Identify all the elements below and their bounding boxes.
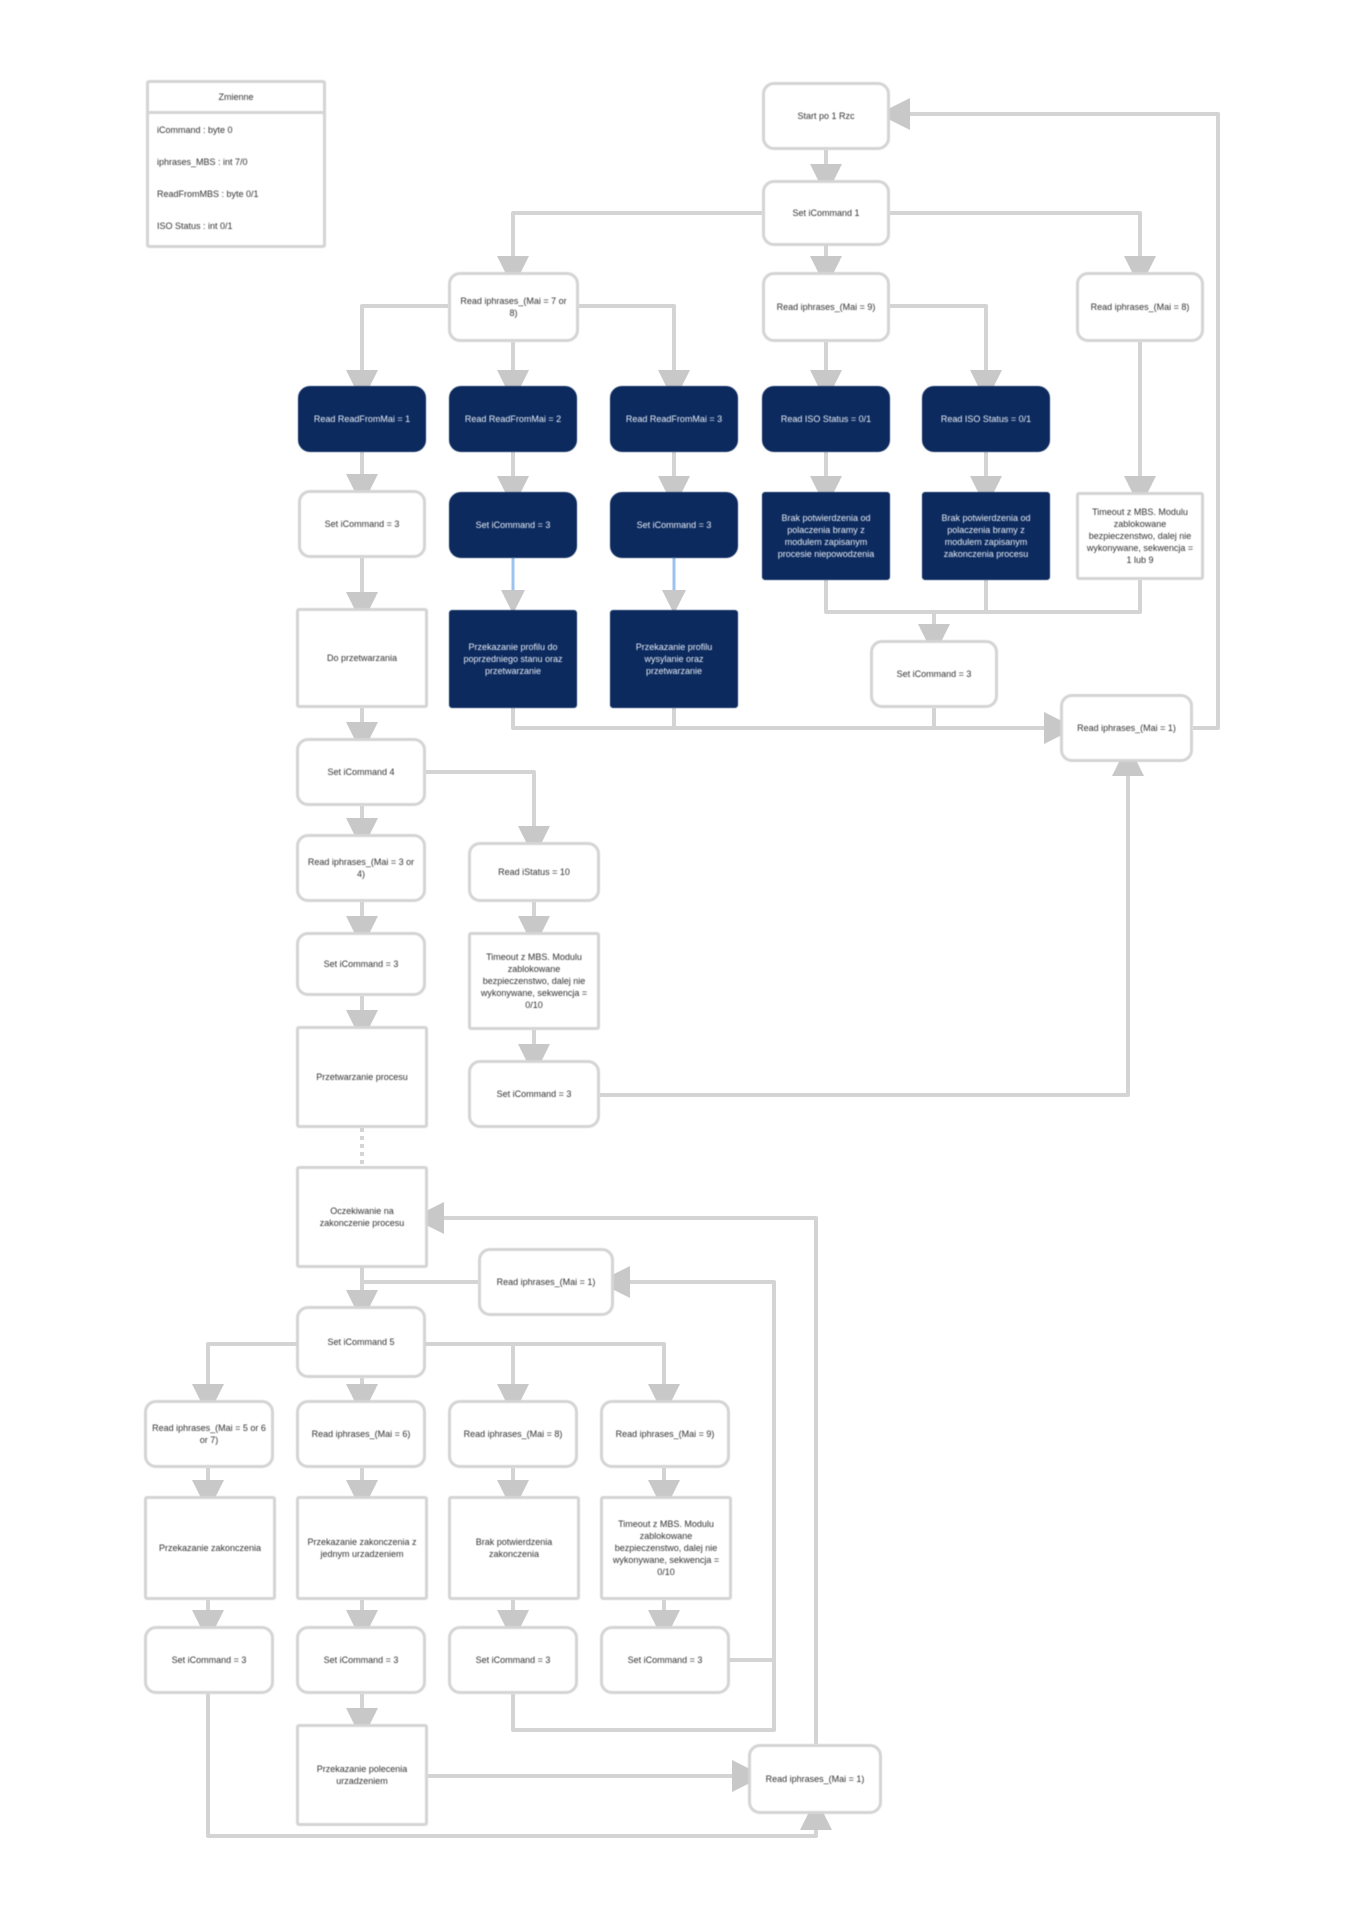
node-cmd-s2b[interactable]: Set iCommand = 3 xyxy=(468,1060,600,1128)
node-read-loop[interactable]: Read iphrases_(Mai = 1) xyxy=(478,1248,614,1316)
node-cmd-s3a[interactable]: Set iCommand = 3 xyxy=(144,1626,274,1694)
node-read-end[interactable]: Read iphrases_(Mai = 1) xyxy=(748,1744,882,1814)
node-cmd-s3b[interactable]: Set iCommand = 3 xyxy=(296,1626,426,1694)
node-iso-message-2[interactable]: Brak potwierdzenia od polaczenia bramy z… xyxy=(922,492,1050,580)
node-readfrom-2[interactable]: Read ReadFromMai = 2 xyxy=(449,386,577,452)
node-cmd-c[interactable]: Set iCommand = 3 xyxy=(610,492,738,558)
node-timeout-2[interactable]: Timeout z MBS. Modulu zablokowane bezpie… xyxy=(468,932,600,1030)
node-timeout-1[interactable]: Timeout z MBS. Modulu zablokowane bezpie… xyxy=(1076,492,1204,580)
node-cmd-s3d[interactable]: Set iCommand = 3 xyxy=(600,1626,730,1694)
node-iso-message-1[interactable]: Brak potwierdzenia od polaczenia bramy z… xyxy=(762,492,890,580)
node-read-s2a[interactable]: Read iphrases_(Mai = 3 or 4) xyxy=(296,834,426,902)
node-cmd-s2a[interactable]: Set iCommand = 3 xyxy=(296,932,426,996)
node-read-s3a[interactable]: Read iphrases_(Mai = 5 or 6 or 7) xyxy=(144,1400,274,1468)
node-read-b[interactable]: Read iphrases_(Mai = 9) xyxy=(762,272,890,342)
node-iso-status-1[interactable]: Read ISO Status = 0/1 xyxy=(762,386,890,452)
node-read-s2b[interactable]: Read iStatus = 10 xyxy=(468,842,600,902)
node-cmd1[interactable]: Set iCommand 1 xyxy=(762,180,890,246)
node-read-c[interactable]: Read iphrases_(Mai = 8) xyxy=(1076,272,1204,342)
legend-item: iphrases_MBS : int 7/0 xyxy=(157,157,248,167)
node-read-a[interactable]: Read iphrases_(Mai = 7 or 8) xyxy=(448,272,579,342)
node-cmd-s2[interactable]: Set iCommand 4 xyxy=(296,738,426,806)
node-cmd-s3c[interactable]: Set iCommand = 3 xyxy=(448,1626,578,1694)
node-wait[interactable]: Oczekiwanie na zakonczenie procesu xyxy=(296,1166,428,1268)
legend-title: Zmienne xyxy=(149,83,323,114)
node-result-a[interactable]: Przekazanie zakonczenia xyxy=(144,1496,276,1600)
node-iso-status-2[interactable]: Read ISO Status = 0/1 xyxy=(922,386,1050,452)
node-cmd-b[interactable]: Set iCommand = 3 xyxy=(449,492,577,558)
node-process-a[interactable]: Do przetwarzania xyxy=(296,608,428,708)
legend-item: ReadFromMBS : byte 0/1 xyxy=(157,189,259,199)
node-result-final[interactable]: Przekazanie polecenia urzadzeniem xyxy=(296,1724,428,1826)
node-readfrom-3[interactable]: Read ReadFromMai = 3 xyxy=(610,386,738,452)
legend-item: iCommand : byte 0 xyxy=(157,125,233,135)
node-process-b[interactable]: Przekazanie profilu do poprzedniego stan… xyxy=(449,610,577,708)
variables-legend: Zmienne iCommand : byte 0 iphrases_MBS :… xyxy=(146,80,326,248)
node-result-b[interactable]: Przekazanie zakonczenia z jednym urzadze… xyxy=(296,1496,428,1600)
node-read-s3c[interactable]: Read iphrases_(Mai = 8) xyxy=(448,1400,578,1468)
node-readfrom-1[interactable]: Read ReadFromMai = 1 xyxy=(298,386,426,452)
node-cmd-a[interactable]: Set iCommand = 3 xyxy=(298,490,426,558)
legend-item: ISO Status : int 0/1 xyxy=(157,221,233,231)
node-process-c[interactable]: Przekazanie profilu wysylanie oraz przet… xyxy=(610,610,738,708)
node-process[interactable]: Przetwarzanie procesu xyxy=(296,1026,428,1128)
node-cmd-mid[interactable]: Set iCommand = 3 xyxy=(870,640,998,708)
node-timeout-3[interactable]: Timeout z MBS. Modulu zablokowane bezpie… xyxy=(600,1496,732,1600)
node-cmd-s3[interactable]: Set iCommand 5 xyxy=(296,1306,426,1378)
node-start[interactable]: Start po 1 Rzc xyxy=(762,82,890,150)
node-read-s3d[interactable]: Read iphrases_(Mai = 9) xyxy=(600,1400,730,1468)
node-result-c[interactable]: Brak potwierdzenia zakonczenia xyxy=(448,1496,580,1600)
node-read-s3b[interactable]: Read iphrases_(Mai = 6) xyxy=(296,1400,426,1468)
node-read-final-1[interactable]: Read iphrases_(Mai = 1) xyxy=(1060,694,1193,762)
